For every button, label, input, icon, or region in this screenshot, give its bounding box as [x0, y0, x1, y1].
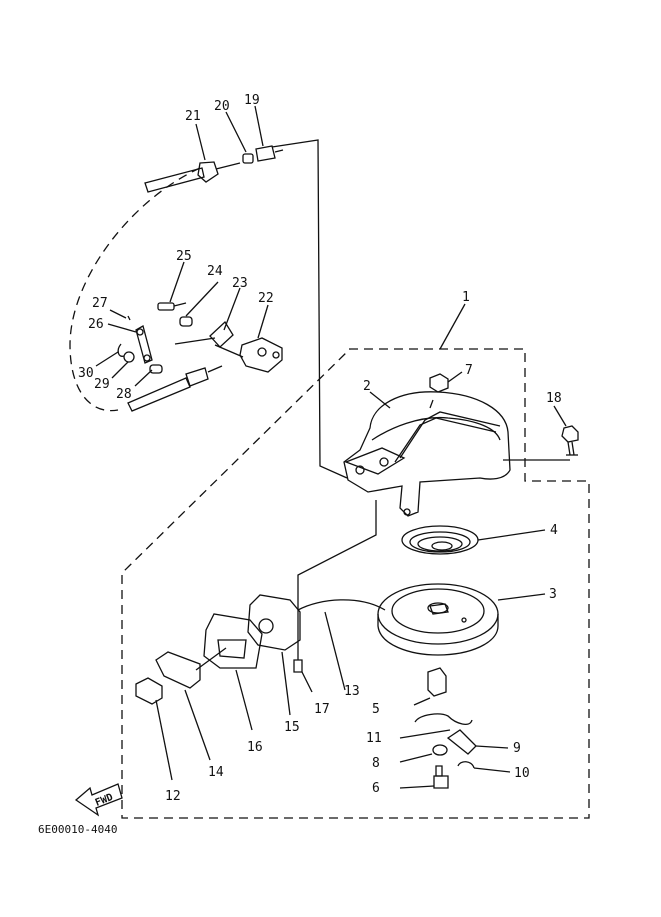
housing-to-handle-line — [297, 500, 377, 660]
throttle-cable-end — [144, 145, 284, 193]
starter-rope — [297, 599, 386, 611]
nut-17 — [293, 659, 303, 673]
assembly-boundary — [121, 348, 590, 819]
part-label-10: 10 — [514, 766, 530, 781]
part-label-22: 22 — [258, 291, 274, 306]
part-label-11: 11 — [366, 731, 382, 746]
part-label-5: 5 — [372, 702, 380, 717]
spring-clip — [414, 713, 473, 726]
part-label-3: 3 — [549, 587, 557, 602]
lower-cable — [127, 364, 223, 412]
part-label-1: 1 — [462, 290, 470, 305]
link-arm — [117, 315, 153, 364]
nut-7 — [429, 373, 449, 393]
part-label-8: 8 — [372, 756, 380, 771]
handle-grip — [203, 613, 263, 731]
part-label-13: 13 — [344, 684, 360, 699]
part-label-14: 14 — [208, 765, 224, 780]
part-label-2: 2 — [363, 379, 371, 394]
bolt-6 — [399, 765, 449, 789]
bolt-18 — [561, 425, 579, 456]
drive-plate — [413, 667, 447, 706]
part-label-9: 9 — [513, 741, 521, 756]
part-label-16: 16 — [247, 740, 263, 755]
e-clip — [457, 761, 475, 769]
recoil-pulley — [377, 583, 546, 656]
washer — [432, 744, 448, 756]
part-label-25: 25 — [176, 249, 192, 264]
recoil-spring — [401, 525, 546, 555]
part-label-15: 15 — [284, 720, 300, 735]
part-label-6: 6 — [372, 781, 380, 796]
part-label-29: 29 — [94, 377, 110, 392]
part-label-18: 18 — [546, 391, 562, 406]
handle-holder — [247, 594, 301, 716]
starter-handle — [155, 647, 227, 761]
part-label-12: 12 — [165, 789, 181, 804]
part-label-23: 23 — [232, 276, 248, 291]
cable-route-line — [271, 139, 348, 479]
part-label-17: 17 — [314, 702, 330, 717]
handle-cap — [135, 677, 173, 781]
pawl — [446, 729, 477, 755]
throttle-linkage — [157, 302, 283, 373]
part-label-4: 4 — [550, 523, 558, 538]
part-label-24: 24 — [207, 264, 223, 279]
part-label-27: 27 — [92, 296, 108, 311]
part-label-30: 30 — [78, 366, 94, 381]
drawing-code: 6E00010-4040 — [38, 823, 117, 836]
forward-arrow-icon — [74, 783, 123, 817]
starter-housing — [343, 391, 511, 517]
cable-loop-boundary — [69, 167, 201, 412]
part-label-7: 7 — [465, 363, 473, 378]
forward-label: FWD — [94, 792, 115, 809]
part-label-20: 20 — [214, 99, 230, 114]
part-label-19: 19 — [244, 93, 260, 108]
part-label-28: 28 — [116, 387, 132, 402]
part-label-21: 21 — [185, 109, 201, 124]
part-label-26: 26 — [88, 317, 104, 332]
